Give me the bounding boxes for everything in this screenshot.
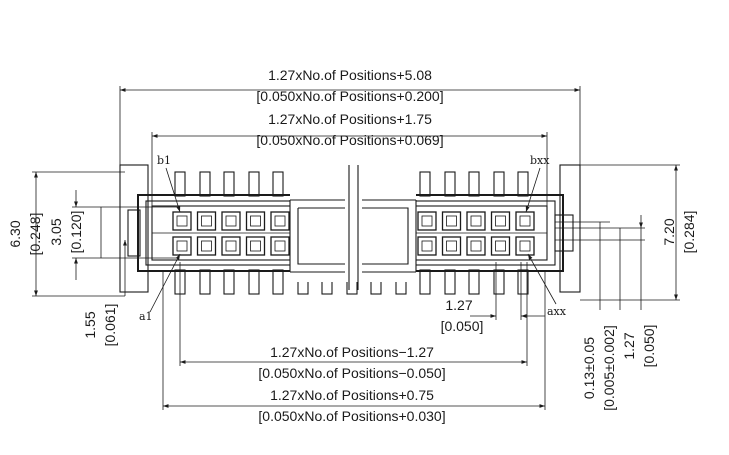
right-pitch-mm: 1.27 <box>621 332 637 359</box>
contact-cell <box>270 236 290 256</box>
pitch-inch: [0.050] <box>441 318 484 334</box>
bottom-body-inch: [0.050xNo.of Positions+0.030] <box>258 408 445 424</box>
contact-cell <box>417 236 437 256</box>
contact-pin <box>421 240 433 252</box>
contact-cell <box>490 211 511 231</box>
terminal-lead-top <box>468 171 480 197</box>
right-pitch-inch: [0.050] <box>641 325 657 368</box>
terminal-lead-bottom <box>468 269 480 295</box>
right-height-inch: [0.284] <box>681 211 697 254</box>
bottom-pins-mm: 1.27xNo.of Positions−1.27 <box>270 344 434 360</box>
contact-cell <box>270 211 290 231</box>
contact-cell <box>196 236 217 256</box>
center-break <box>290 170 416 282</box>
top-overall-mm: 1.27xNo.of Positions+5.08 <box>268 67 432 83</box>
right-end-lug <box>559 164 581 293</box>
label-bxx: bxx <box>530 154 550 167</box>
contact-cell <box>221 236 241 256</box>
terminal-lead-top <box>493 171 505 197</box>
terminal-lead-bottom <box>199 269 211 295</box>
contact-pin <box>470 215 482 227</box>
left-end-lug <box>119 164 149 293</box>
contact-cell <box>417 211 437 231</box>
left-dimensions: 6.30 [0.248] 3.05 [0.120] 1.55 [0.061] <box>7 171 178 347</box>
contact-pin <box>250 240 261 252</box>
top-body-inch: [0.050xNo.of Positions+0.069] <box>256 132 443 148</box>
contact-cell <box>245 211 266 231</box>
terminal-lead-top <box>517 171 529 197</box>
contact-cell <box>221 211 241 231</box>
right-height-mm: 7.20 <box>661 218 677 245</box>
contact-cell <box>172 211 192 231</box>
top-dimensions: 1.27xNo.of Positions+5.08 [0.050xNo.of P… <box>119 67 581 206</box>
terminal-lead-top <box>199 171 211 197</box>
contact-pin <box>225 215 237 227</box>
contact-pin <box>274 215 286 227</box>
contact-pin <box>176 215 188 227</box>
terminal-lead-top <box>444 171 456 197</box>
contact-cell <box>490 236 511 256</box>
bottom-dimensions: 1.27xNo.of Positions−1.27 [0.050xNo.of P… <box>162 262 546 424</box>
left-row-inch: [0.120] <box>68 211 84 254</box>
contact-cell <box>515 236 535 256</box>
terminal-lead-bottom <box>517 269 529 295</box>
terminal-lead-bottom <box>223 269 235 295</box>
terminal-lead-bottom <box>272 269 284 295</box>
left-row-mm: 3.05 <box>48 218 64 245</box>
right-tol-mm: 0.13±0.05 <box>581 337 597 399</box>
contact-pin <box>225 240 237 252</box>
left-offset-mm: 1.55 <box>82 311 98 338</box>
contact-pin <box>446 240 457 252</box>
terminal-lead-bottom <box>493 269 505 295</box>
top-overall-inch: [0.050xNo.of Positions+0.200] <box>256 88 443 104</box>
contact-cell <box>466 211 486 231</box>
contact-pin <box>421 215 433 227</box>
top-body-mm: 1.27xNo.of Positions+1.75 <box>268 111 432 127</box>
terminal-lead-top <box>419 171 431 197</box>
terminal-lead-bottom <box>419 269 431 295</box>
contact-pin <box>519 240 531 252</box>
bottom-body-mm: 1.27xNo.of Positions+0.75 <box>270 387 434 403</box>
contact-cell <box>466 236 486 256</box>
terminal-lead-top <box>223 171 235 197</box>
label-axx: axx <box>547 305 567 318</box>
contact-pin <box>250 215 261 227</box>
left-height-inch: [0.248] <box>27 213 43 256</box>
right-tol-inch: [0.005±0.002] <box>601 325 617 411</box>
contact-pin <box>446 215 457 227</box>
terminal-lead-bottom <box>248 269 260 295</box>
terminal-lead-top <box>272 171 284 197</box>
contact-pin <box>519 215 531 227</box>
contact-cell <box>245 236 266 256</box>
pin-labels: b1 bxx a1 axx <box>139 154 567 323</box>
contact-pin <box>495 240 506 252</box>
bottom-pins-inch: [0.050xNo.of Positions−0.050] <box>258 365 445 381</box>
label-b1: b1 <box>157 154 171 167</box>
label-a1: a1 <box>139 310 153 323</box>
contact-pin <box>201 215 212 227</box>
right-dimensions: 7.20 [0.284] 0.13±0.05 [0.005±0.002] 1.2… <box>555 164 697 411</box>
terminal-lead-bottom <box>444 269 456 295</box>
contact-pin <box>201 240 212 252</box>
left-height-mm: 6.30 <box>7 220 23 247</box>
contact-cell <box>172 236 192 256</box>
terminal-lead-top <box>248 171 260 197</box>
left-offset-inch: [0.061] <box>102 304 118 347</box>
contact-pin <box>274 240 286 252</box>
contact-cell <box>515 211 535 231</box>
connector-body <box>119 164 610 295</box>
terminal-lead-top <box>174 171 186 197</box>
contact-cell <box>196 211 217 231</box>
contact-pin <box>495 215 506 227</box>
contact-pin <box>470 240 482 252</box>
contact-cell <box>441 236 462 256</box>
contact-pin <box>176 240 188 252</box>
pitch-mm: 1.27 <box>445 297 472 313</box>
contact-cell <box>441 211 462 231</box>
